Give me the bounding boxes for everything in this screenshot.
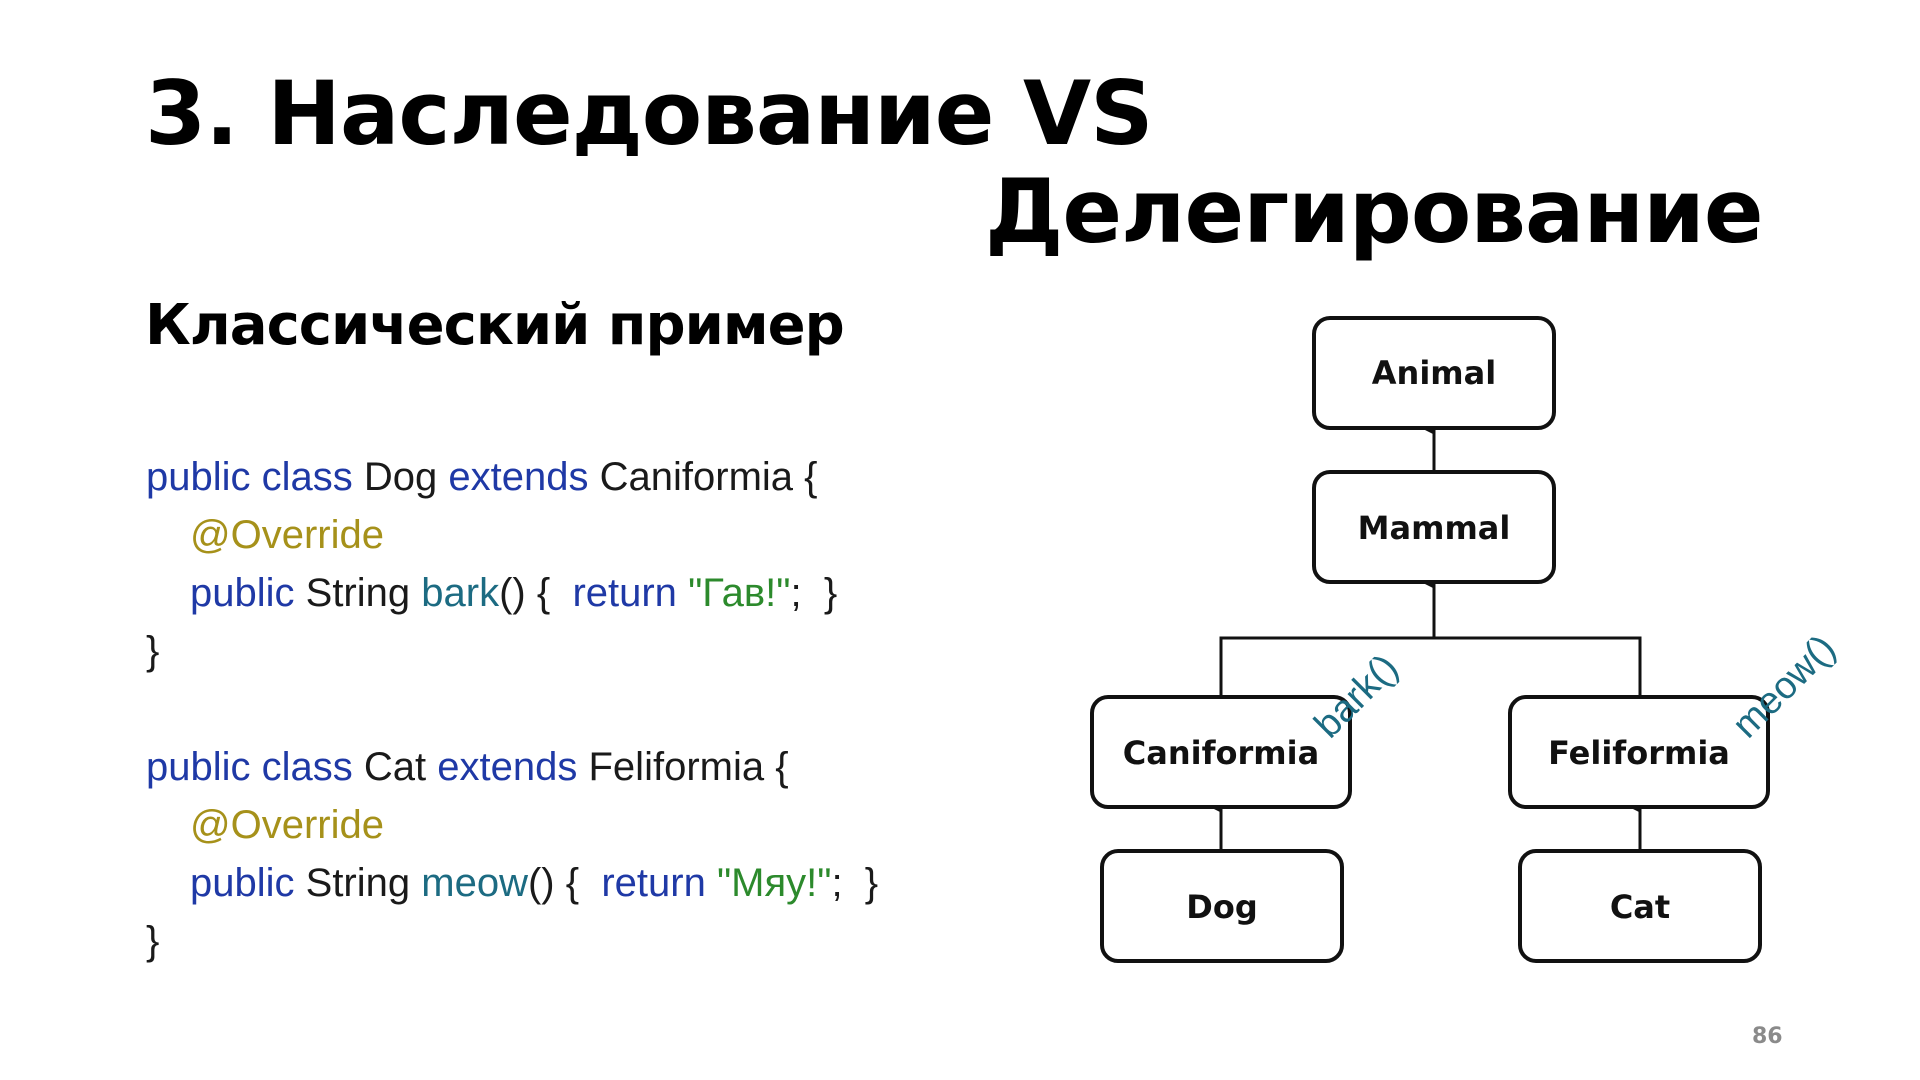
code-keyword: public: [190, 571, 295, 615]
code-keyword: extends: [448, 455, 589, 499]
code-keyword: public class: [146, 455, 353, 499]
node-mammal: Mammal: [1312, 470, 1556, 584]
code-keyword: public: [190, 861, 295, 905]
code-brace: {: [775, 745, 789, 789]
code-method-name: bark: [421, 571, 500, 615]
node-dog: Dog: [1100, 849, 1344, 963]
code-brace: }: [146, 919, 160, 963]
node-cat-label: Cat: [1610, 888, 1670, 926]
node-feliformia: Feliformia: [1508, 695, 1770, 809]
code-line-cat-method: public String meow() { return "Мяу!"; }: [146, 854, 878, 912]
code-line-dog-close: }: [146, 622, 878, 680]
page-number: 86: [1752, 1024, 1783, 1049]
slide-title-line-1: 3. Наследование VS: [145, 62, 1153, 165]
code-end: ; }: [831, 861, 879, 905]
code-keyword: public class: [146, 745, 353, 789]
code-keyword: return: [601, 861, 706, 905]
node-animal: Animal: [1312, 316, 1556, 430]
code-line-dog-annotation: @Override: [146, 506, 878, 564]
code-annotation: @Override: [190, 803, 384, 847]
edge-branch-connector: [1219, 636, 1642, 697]
code-line-cat-close: }: [146, 912, 878, 970]
node-caniformia: Caniformia: [1090, 695, 1352, 809]
code-return-type: String: [305, 571, 411, 615]
slide-subtitle: Классический пример: [145, 293, 845, 358]
node-mammal-label: Mammal: [1358, 509, 1511, 547]
code-keyword: return: [572, 571, 677, 615]
code-line-cat-declaration: public class Cat extends Feliformia {: [146, 738, 878, 796]
node-animal-label: Animal: [1372, 354, 1496, 392]
code-method-name: meow: [421, 861, 528, 905]
code-keyword: extends: [437, 745, 578, 789]
slide-title-line-2: Делегирование: [985, 160, 1763, 263]
code-line-dog-method: public String bark() { return "Гав!"; }: [146, 564, 878, 622]
code-brace: {: [804, 455, 818, 499]
code-parens: () {: [527, 861, 580, 905]
code-string: "Мяу!": [716, 861, 832, 905]
node-feliformia-label: Feliformia: [1548, 734, 1730, 772]
node-caniformia-label: Caniformia: [1123, 734, 1319, 772]
method-label-meow: meow(): [1725, 627, 1844, 746]
node-cat: Cat: [1518, 849, 1762, 963]
code-line-dog-declaration: public class Dog extends Caniformia {: [146, 448, 878, 506]
code-parent-class: Caniformia: [599, 455, 794, 499]
code-parent-class: Feliformia: [588, 745, 765, 789]
code-brace: }: [146, 629, 160, 673]
code-block: public class Dog extends Caniformia { @O…: [146, 448, 878, 970]
code-class-name: Dog: [363, 455, 438, 499]
code-class-name: Cat: [363, 745, 427, 789]
code-string: "Гав!": [688, 571, 791, 615]
code-parens: () {: [499, 571, 551, 615]
code-return-type: String: [305, 861, 411, 905]
code-line-cat-annotation: @Override: [146, 796, 878, 854]
node-dog-label: Dog: [1186, 888, 1257, 926]
code-annotation: @Override: [190, 513, 384, 557]
code-end: ; }: [790, 571, 838, 615]
